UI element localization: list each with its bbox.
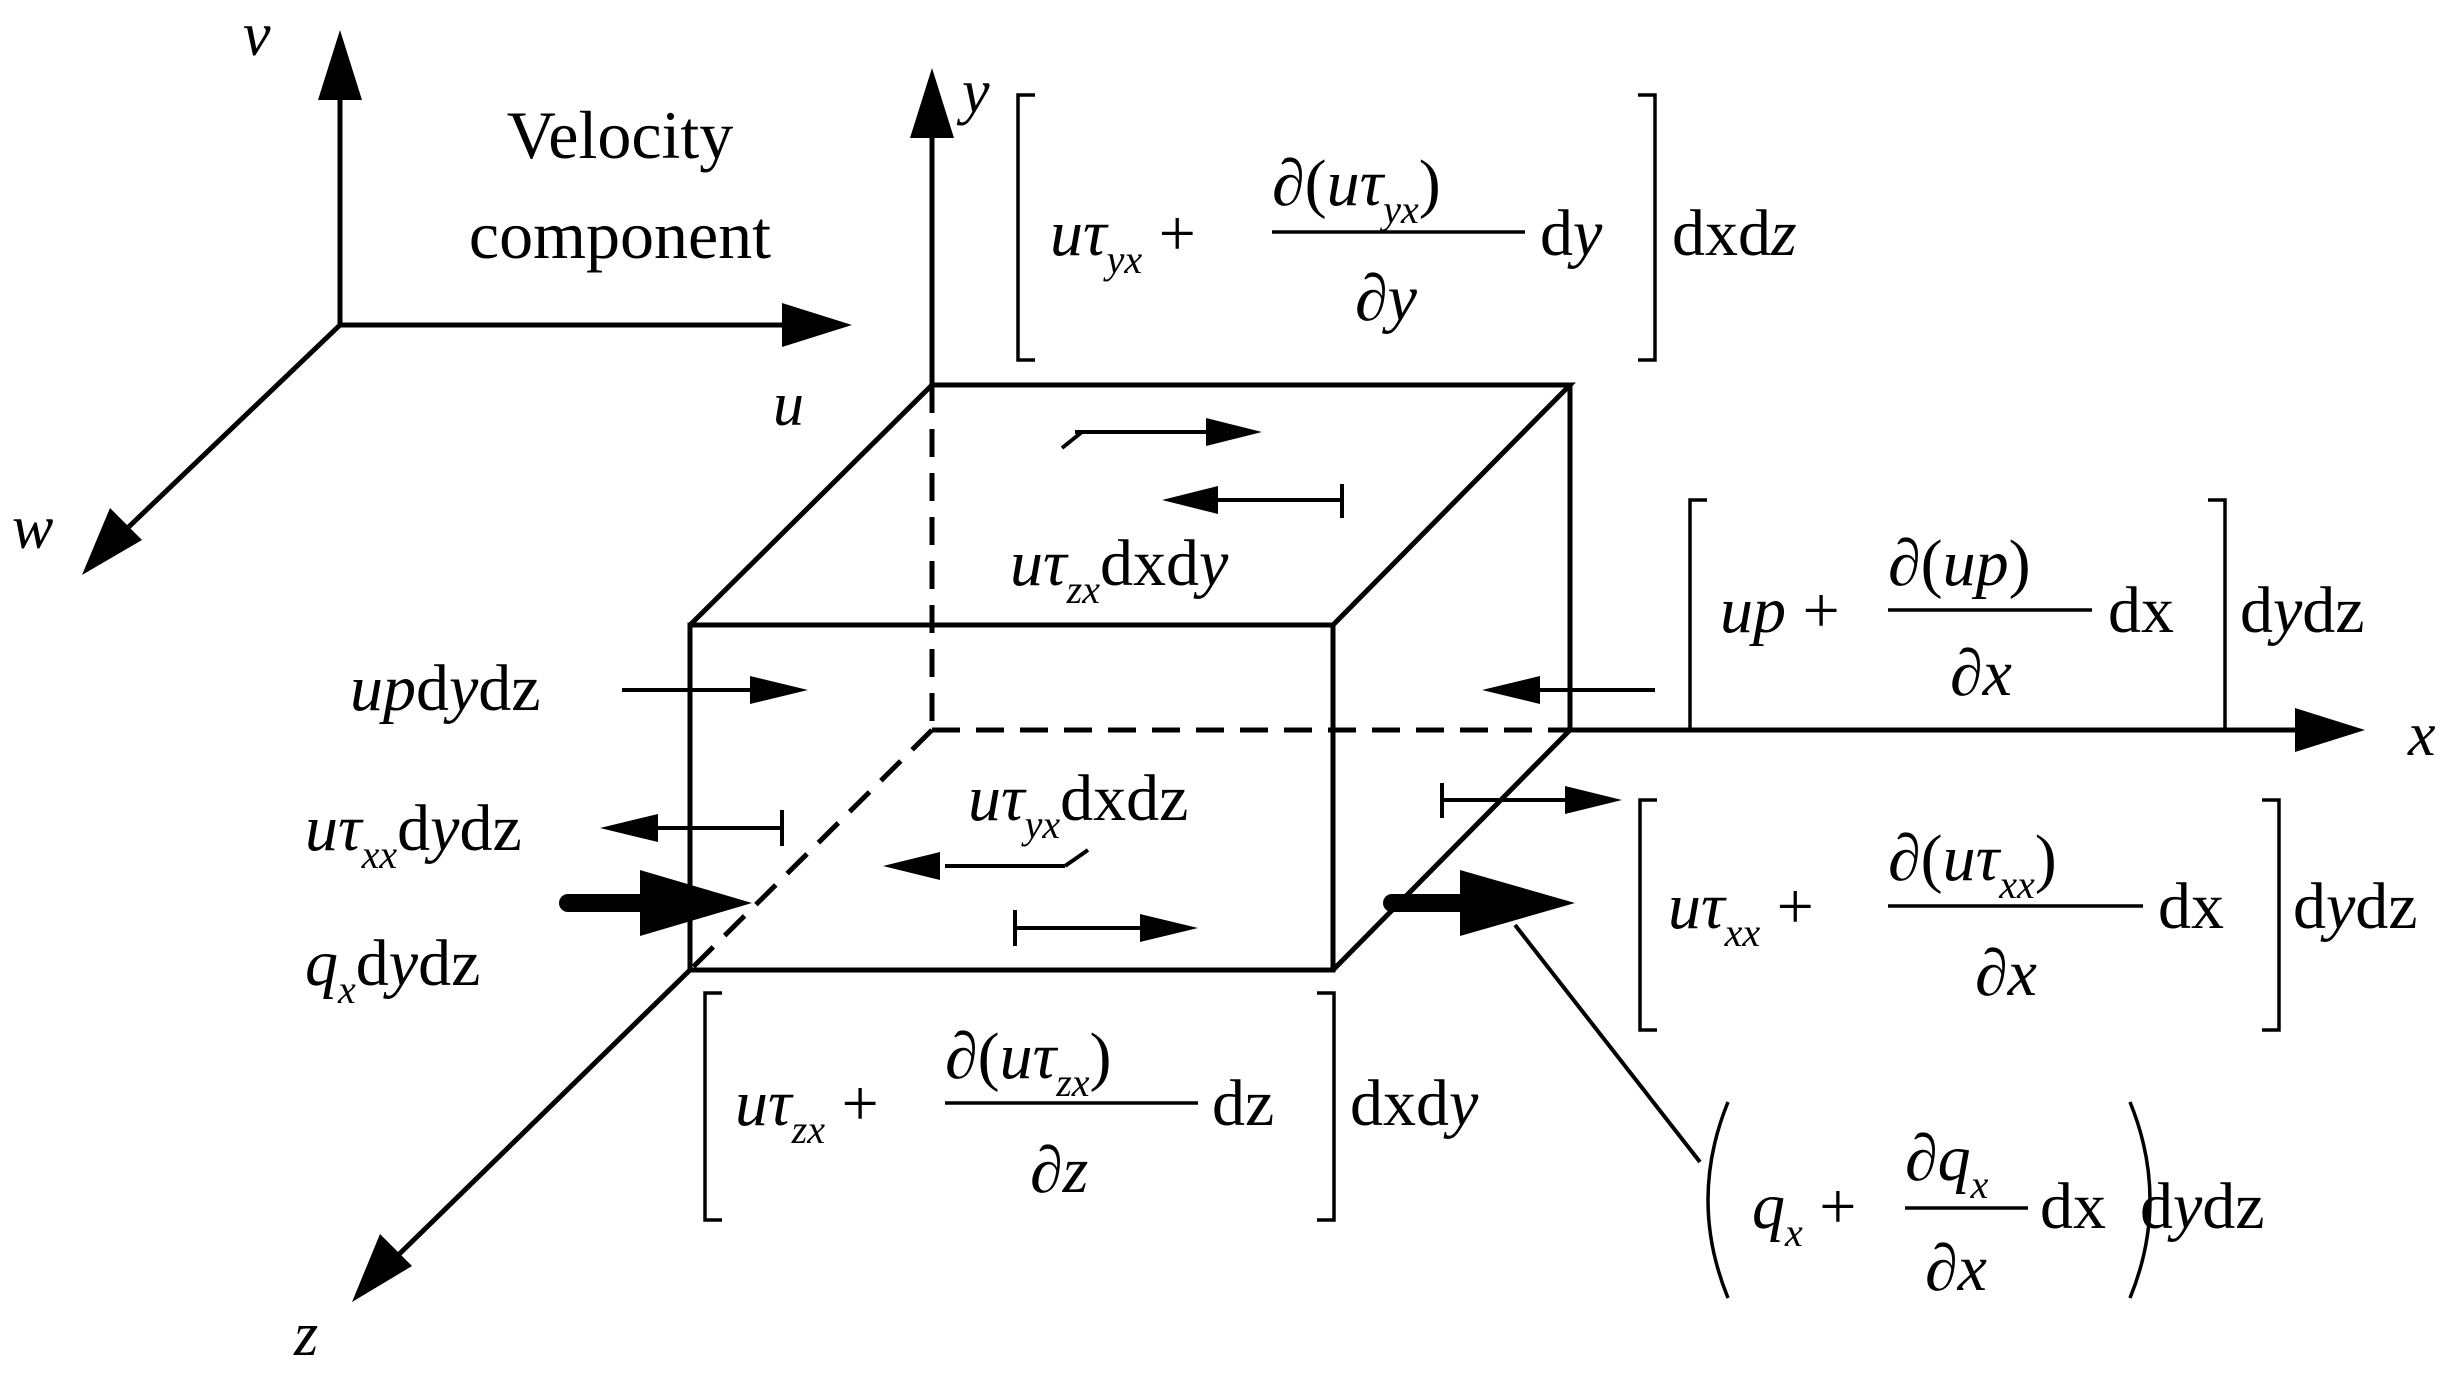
cube-top-face bbox=[688, 382, 1576, 627]
right-up-bracket-right bbox=[2203, 498, 2227, 732]
y-axis-arrowhead bbox=[910, 68, 954, 138]
top-arrow2-head bbox=[1162, 486, 1218, 514]
right-up-numerator: ∂(up) bbox=[1888, 527, 2031, 600]
right-q-leader-line bbox=[1513, 923, 1702, 1164]
top-face-arrows bbox=[1060, 418, 1344, 518]
top-face-label: uτzxdxdy bbox=[1010, 527, 1229, 612]
z-axis-arrowhead bbox=[352, 1234, 412, 1302]
right-tau-denominator: ∂x bbox=[1975, 937, 2037, 1010]
bottom-face-label: uτyxdxdz bbox=[968, 762, 1188, 847]
cube-front-face bbox=[687, 622, 1336, 973]
right-tau-bracket-right bbox=[2262, 798, 2281, 1032]
bottom-flux-lhs: uτzx + bbox=[735, 1067, 879, 1152]
left-q-label: qxdydz bbox=[305, 927, 480, 1012]
u-axis-label: u bbox=[773, 371, 804, 439]
bottom-face-arrows bbox=[883, 848, 1198, 946]
x-axis-label: x bbox=[2407, 701, 2436, 769]
top-arrow1-head bbox=[1206, 418, 1262, 446]
formula-labels: uτzxdxdy uτyxdxdz updydz uτxxdydz qxdydz… bbox=[305, 147, 2418, 1305]
right-q-paren-left bbox=[1706, 1101, 1730, 1299]
cube-right-face bbox=[1331, 385, 1573, 972]
brackets bbox=[703, 93, 2281, 1299]
y-axis-label: y bbox=[956, 58, 990, 126]
control-volume-cube bbox=[687, 382, 1576, 973]
bottom-flux-bracket-left bbox=[703, 991, 722, 1222]
right-q-denominator: ∂x bbox=[1925, 1232, 1987, 1305]
left-up-label: updydz bbox=[350, 652, 541, 725]
hidden-edge-depth bbox=[688, 728, 934, 972]
right-up-dydz: dydz bbox=[2240, 574, 2365, 647]
bottom-flux-dz: dz bbox=[1212, 1067, 1274, 1140]
bottom-flux-bracket-right bbox=[1317, 991, 1336, 1222]
right-q-dydz: dydz bbox=[2140, 1170, 2265, 1243]
right-tau-numerator: ∂(uτxx) bbox=[1888, 822, 2057, 907]
left-tau-label: uτxxdydz bbox=[305, 792, 522, 877]
left-face-arrows bbox=[559, 676, 808, 936]
velocity-label-line2: component bbox=[469, 197, 771, 273]
top-flux-dy: dy bbox=[1540, 197, 1603, 270]
right-up-dx: dx bbox=[2108, 574, 2174, 647]
top-flux-lhs: uτyx + bbox=[1050, 197, 1196, 282]
bottom-flux-numerator: ∂(uτzx) bbox=[945, 1020, 1112, 1105]
right-q-dx: dx bbox=[2040, 1170, 2106, 1243]
right-up-lhs: up + bbox=[1720, 574, 1840, 647]
w-axis-arrowhead bbox=[82, 508, 142, 575]
top-flux-dxdz: dxdz bbox=[1672, 197, 1797, 270]
left-up-arrow-head bbox=[750, 676, 808, 704]
right-up-arrow-head bbox=[1482, 676, 1540, 704]
right-tau-arrow-head bbox=[1565, 786, 1622, 814]
u-axis-arrowhead bbox=[782, 303, 852, 347]
velocity-label-line1: Velocity bbox=[507, 97, 734, 173]
bottom-arrow2-head bbox=[1140, 914, 1198, 942]
top-flux-numerator: ∂(uτyx) bbox=[1272, 147, 1441, 232]
top-flux-denominator: ∂y bbox=[1355, 262, 1418, 335]
velocity-axes bbox=[82, 30, 852, 575]
top-flux-bracket-right bbox=[1638, 93, 1657, 362]
right-up-denominator: ∂x bbox=[1950, 637, 2012, 710]
right-tau-bracket-left bbox=[1638, 798, 1657, 1032]
right-tau-lhs: uτxx + bbox=[1668, 870, 1814, 955]
right-tau-dydz: dydz bbox=[2293, 870, 2418, 943]
z-axis-label: z bbox=[293, 1301, 318, 1369]
right-q-numerator: ∂qx bbox=[1905, 1122, 1989, 1207]
top-flux-bracket-left bbox=[1016, 93, 1035, 362]
bottom-flux-denominator: ∂z bbox=[1030, 1134, 1088, 1207]
right-q-arrow-head bbox=[1460, 870, 1575, 936]
bottom-arrow1-tail bbox=[1063, 848, 1090, 868]
right-q-lhs: qx + bbox=[1752, 1170, 1857, 1255]
w-axis-label: w bbox=[12, 494, 53, 562]
z-axis-line bbox=[383, 968, 692, 1270]
v-axis-arrowhead bbox=[318, 30, 362, 100]
top-arrow1-tail bbox=[1060, 430, 1084, 450]
w-axis-line bbox=[113, 323, 342, 542]
left-tau-arrow-head bbox=[600, 814, 658, 842]
right-q-paren-right bbox=[2128, 1101, 2152, 1299]
right-up-bracket-left bbox=[1688, 498, 1712, 732]
v-axis-label: v bbox=[243, 1, 271, 69]
bottom-flux-dxdy: dxdy bbox=[1350, 1067, 1479, 1140]
left-q-arrow-head bbox=[640, 870, 752, 936]
x-axis-arrowhead bbox=[2295, 708, 2365, 752]
right-face-arrows bbox=[1383, 676, 1702, 1164]
right-tau-dx: dx bbox=[2158, 870, 2224, 943]
bottom-arrow1-head bbox=[883, 852, 940, 880]
